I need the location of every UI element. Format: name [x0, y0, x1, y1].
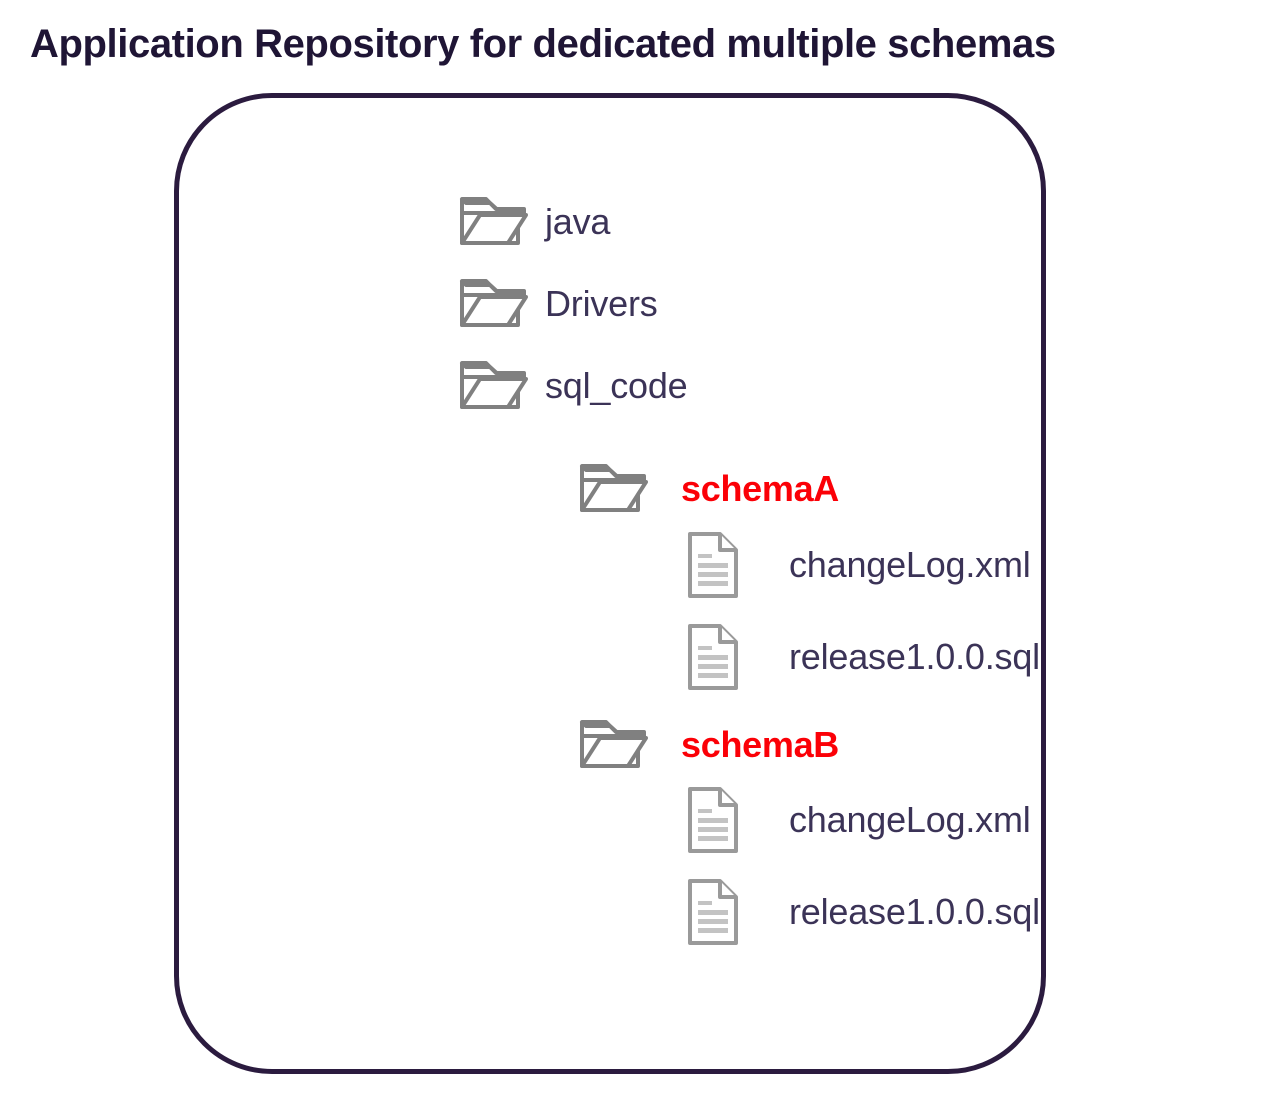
tree-item-schemaa[interactable]: schemaA: [577, 457, 839, 521]
folder-icon: [577, 716, 651, 774]
tree-item-schemab-changelog[interactable]: changeLog.xml: [685, 785, 1031, 855]
file-icon: [685, 622, 741, 692]
folder-icon: [577, 460, 651, 518]
tree-item-label: Drivers: [545, 283, 658, 324]
file-icon: [685, 877, 741, 947]
tree-item-label: sql_code: [545, 365, 688, 406]
tree-item-label: schemaA: [681, 468, 839, 509]
folder-icon: [457, 275, 531, 333]
tree-item-label: changeLog.xml: [789, 799, 1031, 840]
file-icon: [685, 530, 741, 600]
tree-item-java[interactable]: java: [457, 190, 610, 254]
tree-item-schemaa-release[interactable]: release1.0.0.sql: [685, 622, 1040, 692]
page-title: Application Repository for dedicated mul…: [30, 22, 1056, 66]
tree-item-schemaa-changelog[interactable]: changeLog.xml: [685, 530, 1031, 600]
tree-item-label: release1.0.0.sql: [789, 636, 1040, 677]
tree-item-schemab-release[interactable]: release1.0.0.sql: [685, 877, 1040, 947]
tree-item-label: schemaB: [681, 724, 839, 765]
tree-item-label: java: [545, 201, 611, 242]
tree-item-label: changeLog.xml: [789, 544, 1031, 585]
folder-icon: [457, 193, 531, 251]
tree-item-sql-code[interactable]: sql_code: [457, 354, 688, 418]
tree-item-drivers[interactable]: Drivers: [457, 272, 658, 336]
folder-icon: [457, 357, 531, 415]
tree-item-schemab[interactable]: schemaB: [577, 713, 839, 777]
file-icon: [685, 785, 741, 855]
repository-container: java Drivers sql_code: [174, 93, 1046, 1074]
tree-item-label: release1.0.0.sql: [789, 891, 1040, 932]
